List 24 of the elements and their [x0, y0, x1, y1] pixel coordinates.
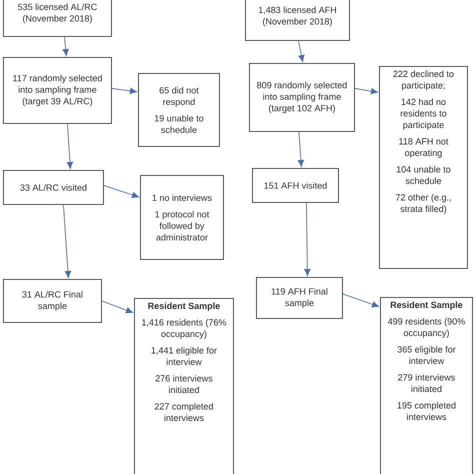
exclusion-box: 222 declined to participate; 142 had no residents to participate 118 AFH not operating 104 unable to schedule 72 other (e.g., strata filled) [379, 66, 468, 269]
arrow [304, 202, 310, 276]
arrow [102, 300, 134, 314]
arrow [112, 88, 137, 94]
arrow [298, 40, 305, 62]
sample-box: Resident Sample 499 residents (90% occupancy) 365 eligible for interview 279 interviews initiated 195 completed interviews [380, 297, 473, 474]
arrow [104, 185, 140, 198]
process-box: 151 AFH visited [252, 168, 339, 203]
process-box: 33 AL/RC visited [3, 170, 104, 205]
arrow [62, 36, 69, 56]
process-box: 117 randomly selected into sampling frame (target 39 AL/RC) [3, 57, 112, 124]
process-box: 809 randomly selected into sampling frame (target 102 AFH) [249, 63, 355, 132]
process-box: 119 AFH Final sample [256, 277, 343, 319]
exclusion-box: 65 did not respond 19 unable to schedule [138, 73, 220, 147]
exclusion-box: 1 no interviews 1 protocol not followed by administrator [140, 175, 224, 260]
process-box: 31 AL/RC Final sample [3, 279, 102, 323]
arrow [342, 294, 380, 308]
arrow [66, 124, 74, 169]
sample-box: Resident Sample 1,416 residents (76% occupancy) 1,441 eligible for interview 276 interviews initiated 227 completed interviews [134, 298, 234, 474]
process-box: 535 licensed AL/RC (November 2018) [3, 0, 112, 37]
arrow [354, 88, 378, 94]
arrow [298, 132, 304, 167]
arrow [63, 204, 72, 278]
process-box: 1,483 licensed AFH (November 2018) [245, 0, 350, 41]
